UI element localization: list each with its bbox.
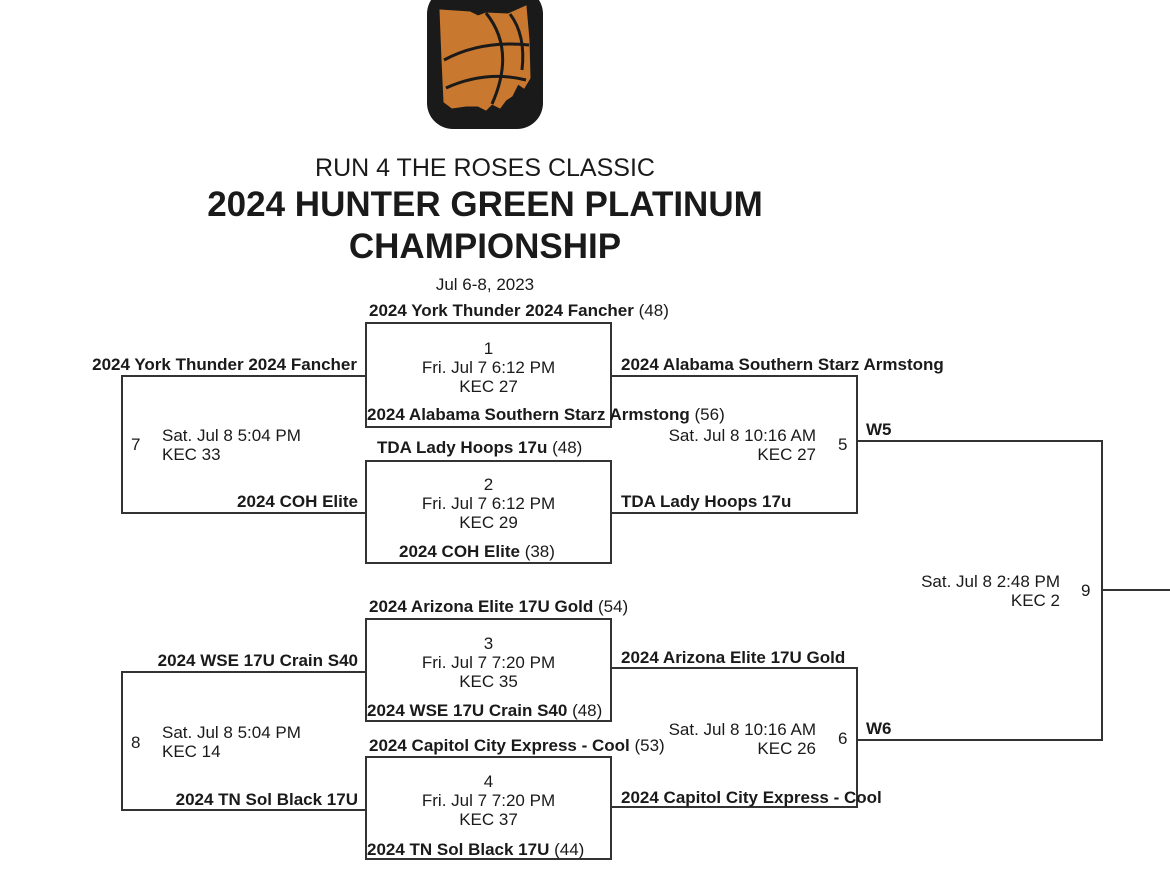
game9-number: 9 [1081,581,1091,600]
game4-info: 4 Fri. Jul 7 7:20 PM KEC 37 [367,772,610,829]
game6-number: 6 [838,729,848,748]
game7-time: Sat. Jul 8 5:04 PM [162,426,301,445]
bracket-line [365,720,612,722]
bracket-line [365,426,612,428]
bracket-line [365,858,612,860]
bracket-line [121,512,367,514]
game8-time: Sat. Jul 8 5:04 PM [162,723,301,742]
game1-court: KEC 27 [459,377,518,396]
game2-info: 2 Fri. Jul 7 6:12 PM KEC 29 [367,475,610,532]
game3-number: 3 [483,634,494,653]
bracket-line [121,375,367,377]
game6-time: Sat. Jul 8 10:16 AM [668,720,816,739]
game7-bottom-team[interactable]: 2024 COH Elite [237,492,358,511]
bracket-line [365,460,612,462]
division-subtitle: CHAMPIONSHIP [348,227,622,266]
game5-winner: W5 [866,420,892,439]
game9-time: Sat. Jul 8 2:48 PM [921,572,1060,591]
game5-court: KEC 27 [757,445,816,464]
game5-bottom-team[interactable]: TDA Lady Hoops 17u [621,492,792,511]
game5-number: 5 [838,435,848,454]
game8-top-team[interactable]: 2024 WSE 17U Crain S40 [157,651,358,670]
game6-bottom-team[interactable]: 2024 Capitol City Express - Cool [621,788,882,807]
bracket-line [121,809,367,811]
bracket-line [365,756,367,860]
game3-time: Fri. Jul 7 7:20 PM [421,653,556,672]
game4-top-team[interactable]: 2024 Capitol City Express - Cool (53) [369,736,665,755]
game8-bottom-team[interactable]: 2024 TN Sol Black 17U [175,790,358,809]
game4-number: 4 [483,772,494,791]
game3-bottom-team[interactable]: 2024 WSE 17U Crain S40 (48) [367,701,603,720]
game2-court: KEC 29 [459,513,518,532]
game5-top-team[interactable]: 2024 Alabama Southern Starz Armstong [621,355,944,374]
bracket-line [610,806,858,808]
bracket-line [365,562,612,564]
bracket-line [610,667,858,669]
bracket-line [365,322,612,324]
game2-number: 2 [483,475,494,494]
bracket-line [365,756,612,758]
game3-top-team[interactable]: 2024 Arizona Elite 17U Gold (54) [369,597,629,616]
bracket-line [1101,589,1170,591]
game4-court: KEC 37 [459,810,518,829]
game3-info: 3 Fri. Jul 7 7:20 PM KEC 35 [367,634,610,691]
game7-top-team[interactable]: 2024 York Thunder 2024 Fancher [92,355,357,374]
bracket-line [365,618,367,722]
game4-time: Fri. Jul 7 7:20 PM [421,791,556,810]
game1-info: 1 Fri. Jul 7 6:12 PM KEC 27 [367,339,610,396]
game6-winner: W6 [866,719,892,738]
game3-court: KEC 35 [459,672,518,691]
game6-court: KEC 26 [757,739,816,758]
game9-info: Sat. Jul 8 2:48 PM KEC 2 [921,572,1060,610]
game8-court: KEC 14 [162,742,221,761]
game2-bottom-team[interactable]: 2024 COH Elite (38) [399,542,555,561]
game4-bottom-team[interactable]: 2024 TN Sol Black 17U (44) [367,840,585,859]
division-title: 2024 HUNTER GREEN PLATINUM [207,185,763,224]
game2-time: Fri. Jul 7 6:12 PM [421,494,556,513]
bracket-line [856,667,858,808]
game8-info: Sat. Jul 8 5:04 PM KEC 14 [162,723,301,761]
game5-info: Sat. Jul 8 10:16 AM KEC 27 [669,426,816,464]
event-title: RUN 4 THE ROSES CLASSIC [315,154,655,182]
bracket-line [610,618,612,722]
game1-number: 1 [483,339,494,358]
bracket-line [610,375,858,377]
bracket-line [121,671,367,673]
game6-info: Sat. Jul 8 10:16 AM KEC 26 [669,720,816,758]
bracket-line [856,739,1103,741]
bracket-line [856,440,1103,442]
game2-top-team[interactable]: TDA Lady Hoops 17u (48) [377,438,583,457]
bracket-line [610,756,612,860]
bracket-line [856,375,858,514]
bracket-line [121,671,123,811]
game1-bottom-team[interactable]: 2024 Alabama Southern Starz Armstong (56… [367,405,725,424]
game7-court: KEC 33 [162,445,221,464]
game1-top-team[interactable]: 2024 York Thunder 2024 Fancher (48) [369,301,669,320]
bracket-line [365,618,612,620]
game8-number: 8 [131,733,141,752]
event-dates: Jul 6-8, 2023 [435,275,535,294]
game7-info: Sat. Jul 8 5:04 PM KEC 33 [162,426,301,464]
bracket-line [121,375,123,514]
basketball-logo [427,0,543,129]
game7-number: 7 [131,435,141,454]
game5-time: Sat. Jul 8 10:16 AM [668,426,816,445]
game6-top-team[interactable]: 2024 Arizona Elite 17U Gold [621,648,846,667]
game1-time: Fri. Jul 7 6:12 PM [421,358,556,377]
bracket-line [610,512,858,514]
game9-court: KEC 2 [1010,591,1060,610]
